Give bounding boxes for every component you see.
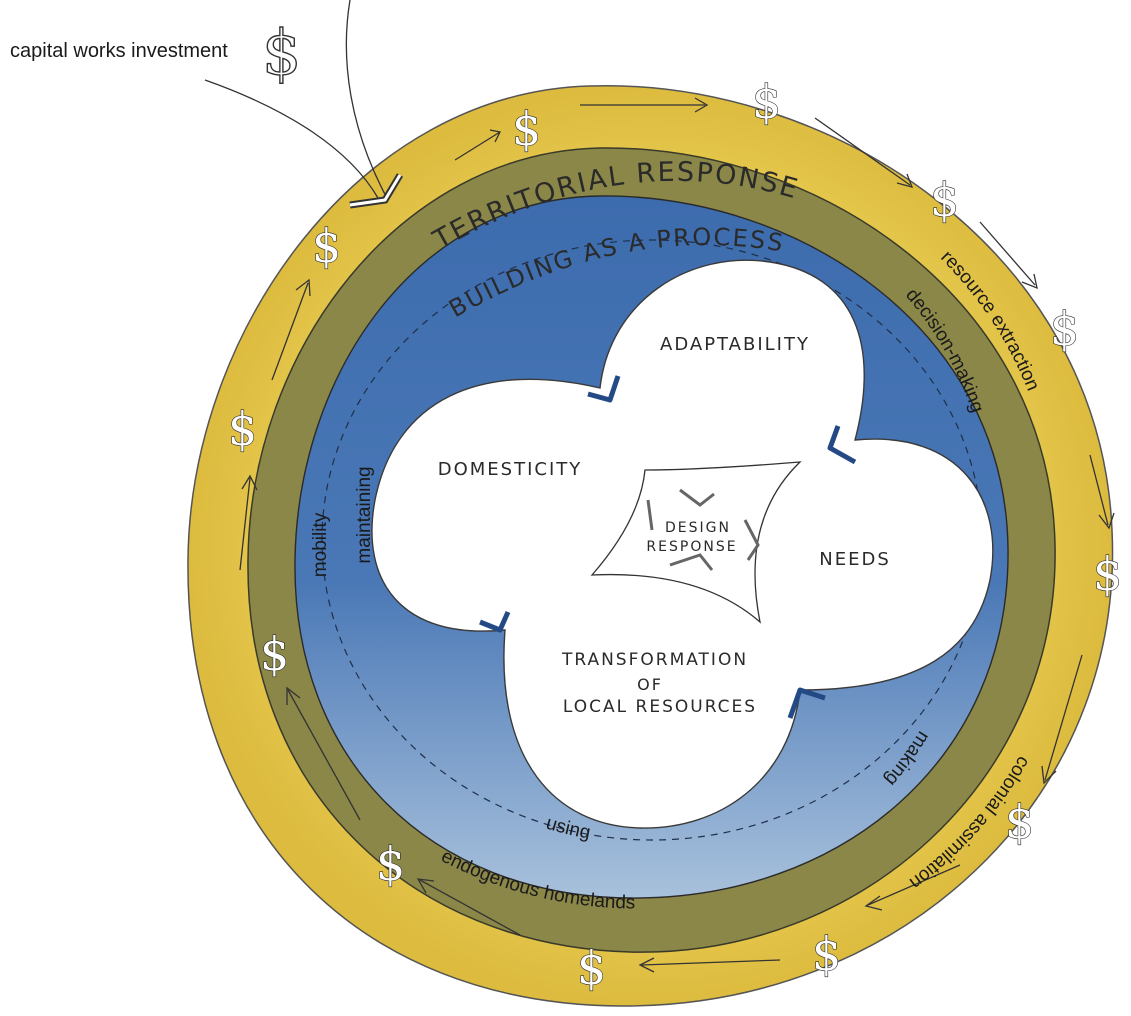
- dollar-icon: $: [1050, 302, 1079, 356]
- adaptability-label: ADAPTABILITY: [660, 334, 810, 355]
- mobility-label: mobility: [310, 512, 331, 577]
- dollar-icons: $ $ $ $ $ $ $ $ $ $ $ $: [227, 74, 1122, 995]
- capital-works-label: capital works investment: [10, 40, 228, 62]
- transformation-label: TRANSFORMATION: [561, 650, 748, 670]
- dollar-icon: $: [1093, 547, 1122, 601]
- dollar-icon: $: [577, 941, 606, 995]
- investment-arrow: [204, 0, 404, 209]
- of-label: OF: [637, 675, 663, 694]
- chevron-arrows: [479, 375, 857, 719]
- dollar-icon: $: [376, 837, 405, 891]
- domesticity-label: DOMESTICITY: [438, 459, 583, 480]
- dollar-icon: $: [930, 173, 959, 227]
- dollar-icon: $: [228, 402, 257, 456]
- dollar-icon: $: [512, 102, 541, 156]
- design-label: DESIGN: [665, 520, 731, 536]
- money-flow-arrows: [239, 97, 1115, 973]
- local-resources-label: LOCAL RESOURCES: [563, 697, 757, 717]
- dollar-icon: $: [312, 219, 341, 273]
- dollar-icon: $: [260, 627, 289, 681]
- dollar-icon: $: [812, 927, 841, 981]
- needs-label: NEEDS: [819, 549, 891, 570]
- design-response-star: [590, 461, 802, 624]
- center-chevrons: [646, 488, 760, 571]
- capital-dollar-icon: $: [262, 16, 301, 89]
- response-label: RESPONSE: [646, 539, 737, 555]
- dollar-icon: $: [752, 75, 781, 129]
- maintaining-label: maintaining: [354, 466, 375, 563]
- dollar-icon: $: [1005, 795, 1034, 849]
